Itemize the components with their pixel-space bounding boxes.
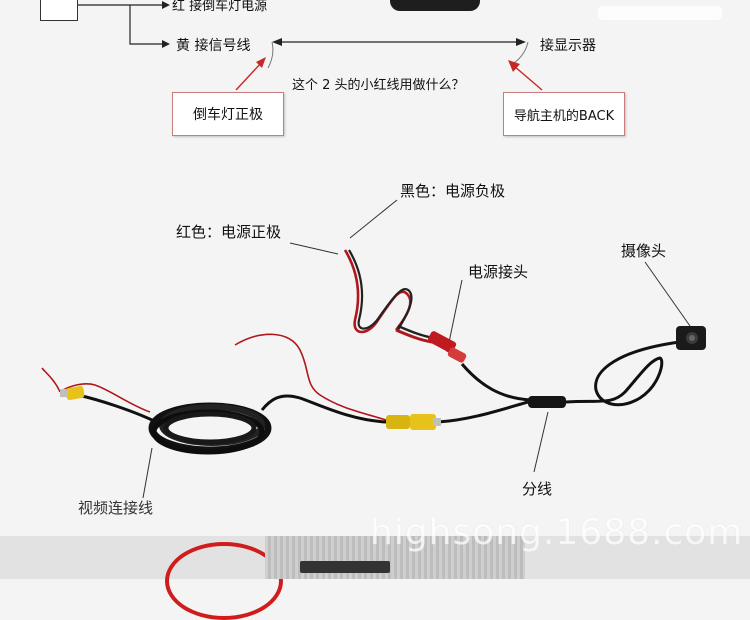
bottom-photo-strip: [0, 536, 750, 620]
label-camera: 摄像头: [621, 242, 667, 260]
box-reverse-light-positive: 倒车灯正极: [172, 92, 284, 136]
device-dark-block: [390, 0, 480, 11]
box-nav-back: 导航主机的BACK: [503, 92, 625, 136]
top-right-blur: [598, 6, 722, 20]
label-black-negative: 黑色：电源负极: [400, 182, 506, 200]
label-video-cable: 视频连接线: [78, 499, 154, 517]
watermark: highsong.1688.com: [370, 512, 744, 553]
cable-photo: [41, 199, 706, 499]
display-label: 接显示器: [540, 38, 596, 54]
yellow-wire-label: 黄 接信号线: [176, 38, 251, 54]
label-power-connector: 电源接头: [468, 263, 529, 281]
label-splitter: 分线: [522, 480, 553, 498]
top-diagram-lines: [78, 1, 543, 91]
label-red-positive: 红色：电源正极: [176, 223, 282, 241]
red-wire-label: 红 接倒车灯电源: [172, 0, 268, 14]
question-text: 这个 2 头的小红线用做什么？: [292, 78, 465, 93]
device-connector-row: [300, 561, 390, 573]
top-left-frame: [40, 0, 78, 21]
